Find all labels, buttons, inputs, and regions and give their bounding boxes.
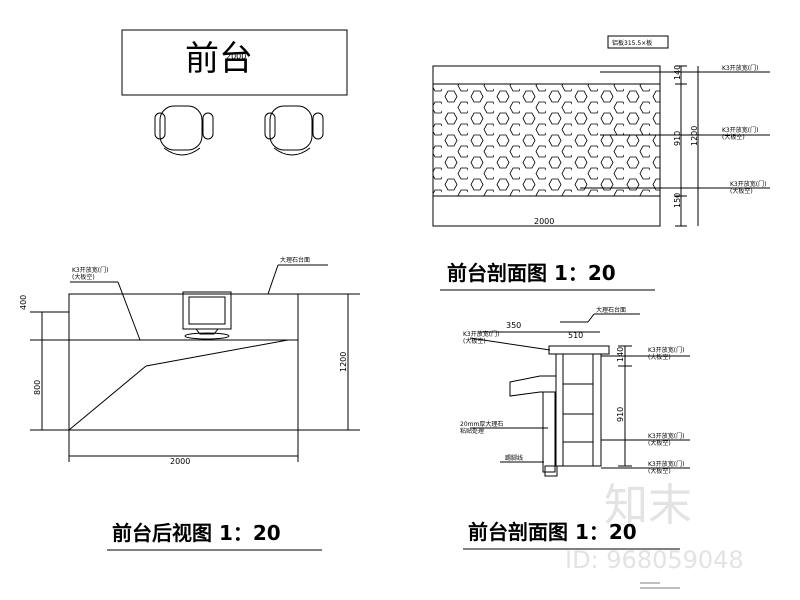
side-callout-right-1: K3开放宽(门)(大板空)	[648, 346, 684, 361]
section-top-title: 前台剖面图 1：20	[447, 261, 616, 285]
side-dim-910: 910	[616, 407, 625, 422]
section-side: 350 510 大理石台面 140 910 K3开放宽(门)(大板空) 20mm…	[460, 306, 690, 550]
section-elevation-top: 铝板315.5×板 140 910 150 1200 K3开放宽(门) K3开放…	[432, 35, 770, 291]
side-callout-left-2: 20mm厚大理石粘贴处理	[460, 420, 503, 435]
dim-total-height: 1200	[690, 126, 699, 146]
callout-bottom: K3开放宽(门)(大板空)	[730, 180, 766, 195]
side-callout-top: 大理石台面	[596, 306, 626, 314]
rear-dim-top: 400	[19, 295, 28, 310]
rear-dim-right: 1200	[339, 352, 348, 372]
chair-icon	[154, 105, 214, 156]
plan-dim-width: 2000	[226, 52, 246, 61]
rear-view: 400 800 1200 2000 K3开放宽(门)(大板空) 大理石台面 前台…	[19, 256, 360, 551]
material-tag-box	[607, 35, 669, 49]
plan-view: 前台 2000	[121, 29, 348, 156]
side-callout-right-3: K3开放宽(门)(大板空)	[648, 460, 684, 475]
side-callout-left-1: K3开放宽(门)(大板空)	[463, 330, 499, 345]
section-side-title: 前台剖面图 1：20	[468, 520, 637, 544]
callout-top: K3开放宽(门)	[722, 64, 758, 72]
watermark-brand: 知末	[604, 480, 692, 531]
side-callout-left-3: 踢脚线	[505, 454, 523, 462]
reception-desk-plan	[121, 29, 348, 96]
desk-plan-label: 前台	[185, 39, 253, 79]
monitor-icon	[182, 291, 232, 340]
side-callout-right-2: K3开放宽(门)(大板空)	[648, 432, 684, 447]
callout-mid: K3开放宽(门)(大板空)	[722, 126, 758, 141]
side-dim-140: 140	[616, 347, 625, 362]
dim-row-bottom: 150	[673, 193, 682, 208]
rear-callout-top: 大理石台面	[280, 256, 310, 264]
rear-dim-width: 2000	[170, 457, 190, 466]
side-dim-510: 510	[568, 331, 583, 340]
rear-dim-left: 800	[33, 380, 42, 395]
footer-mark	[640, 582, 680, 589]
rear-callout-left: K3开放宽(门)(大板空)	[72, 266, 108, 281]
dim-bottom-width: 2000	[534, 217, 554, 226]
dim-row-mid: 910	[673, 131, 682, 146]
side-dim-350: 350	[506, 321, 521, 330]
countertop	[548, 345, 610, 355]
material-tag: 铝板315.5×板	[612, 39, 652, 47]
rear-view-title: 前台后视图 1：20	[112, 521, 281, 545]
hex-pattern-panel	[432, 83, 661, 197]
watermark-id: ID: 968059048	[565, 546, 744, 574]
chair-icon	[264, 105, 324, 156]
